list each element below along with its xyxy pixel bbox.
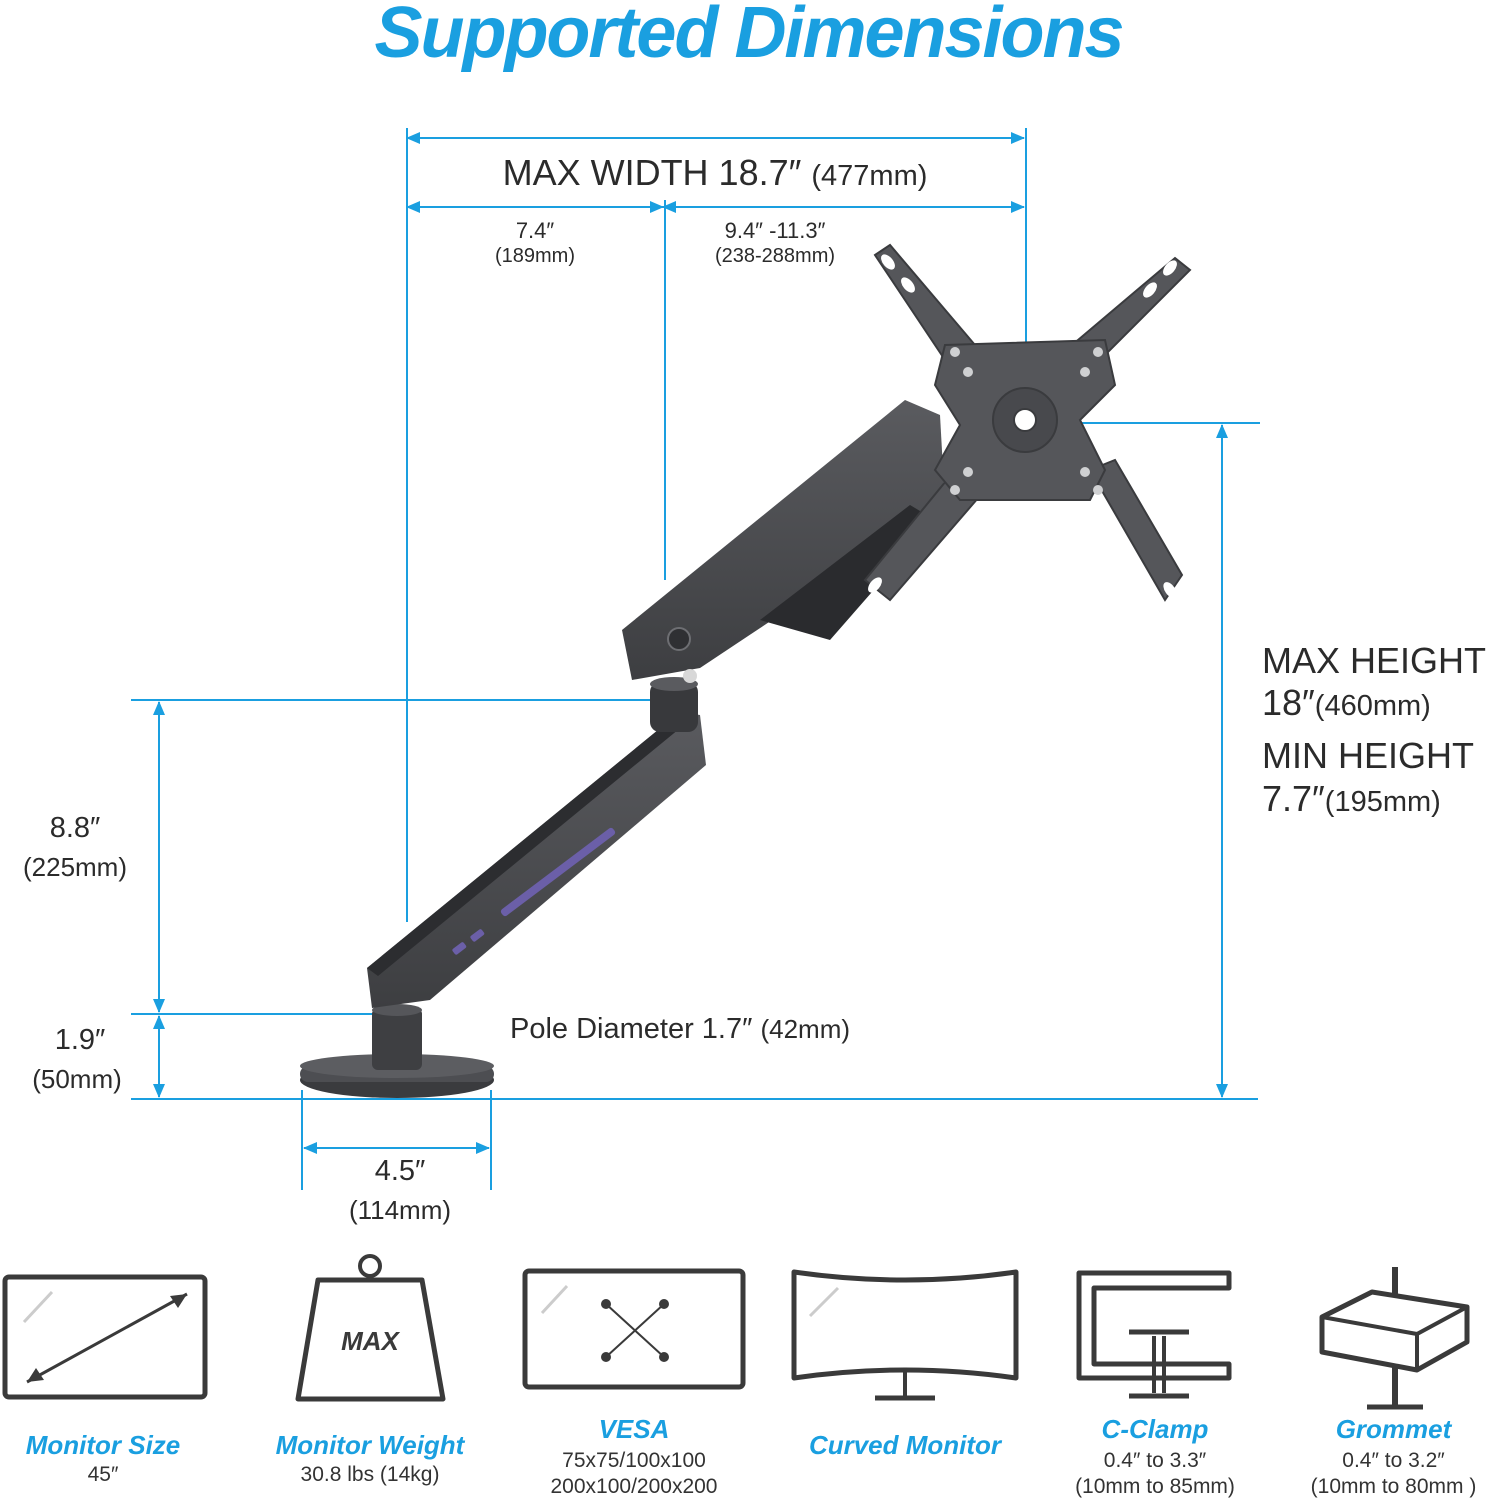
max-width-label: MAX WIDTH 18.7″ (477mm) xyxy=(502,152,928,193)
dimension-lines xyxy=(131,128,1260,1190)
vesa-plate xyxy=(863,243,1192,602)
monitor-arm-illustration xyxy=(300,243,1192,1098)
base-width-metric: (114mm) xyxy=(348,1195,452,1225)
feature-monitor-size-title: Monitor Size xyxy=(25,1430,181,1460)
feature-vesa-line2: 200x100/200x200 xyxy=(550,1475,718,1498)
c-clamp-icon xyxy=(1076,1270,1232,1399)
feature-grommet-title: Grommet xyxy=(1335,1414,1452,1444)
curved-monitor-icon xyxy=(791,1269,1019,1401)
max-height-label: MAX HEIGHT xyxy=(1262,640,1487,681)
feature-grommet-line2: (10mm to 80mm ) xyxy=(1310,1475,1477,1498)
max-height-value: 18″(460mm) xyxy=(1262,682,1431,723)
feature-c-clamp-line1: 0.4″ to 3.3″ xyxy=(1103,1449,1207,1472)
min-height-label: MIN HEIGHT xyxy=(1262,735,1474,776)
min-height-value: 7.7″(195mm) xyxy=(1262,778,1441,819)
grommet-icon xyxy=(1319,1267,1470,1410)
seg-a-value: 7.4″ xyxy=(515,218,555,243)
vesa-icon xyxy=(522,1268,746,1390)
seg-b-metric: (238-288mm) xyxy=(714,245,836,267)
base-height-metric: (50mm) xyxy=(32,1064,122,1094)
feature-c-clamp-title: C-Clamp xyxy=(1101,1414,1209,1444)
weight-icon: MAX xyxy=(295,1254,446,1402)
feature-c-clamp-line2: (10mm to 85mm) xyxy=(1075,1475,1235,1498)
feature-curved-title: Curved Monitor xyxy=(808,1430,1002,1460)
base-width-value: 4.5″ xyxy=(374,1155,426,1187)
monitor-size-icon xyxy=(2,1274,208,1400)
feature-vesa-line1: 75x75/100x100 xyxy=(562,1449,706,1472)
feature-grommet-line1: 0.4″ to 3.2″ xyxy=(1342,1449,1445,1472)
feature-monitor-size-line1: 45″ xyxy=(87,1463,119,1486)
base-height-value: 1.9″ xyxy=(54,1024,106,1056)
pole-diameter-label: Pole Diameter 1.7″ (42mm) xyxy=(510,1013,851,1045)
weight-icon-text: MAX xyxy=(341,1326,400,1356)
feature-weight-line1: 30.8 lbs (14kg) xyxy=(300,1463,440,1486)
feature-vesa-title: VESA xyxy=(598,1414,670,1444)
seg-a-metric: (189mm) xyxy=(494,245,575,267)
arm-height-metric: (225mm) xyxy=(22,852,127,882)
arm-height-value: 8.8″ xyxy=(49,812,101,844)
page-title: Supported Dimensions xyxy=(374,0,1124,73)
feature-weight-title: Monitor Weight xyxy=(275,1430,465,1460)
seg-b-value: 9.4″ -11.3″ xyxy=(724,218,826,243)
